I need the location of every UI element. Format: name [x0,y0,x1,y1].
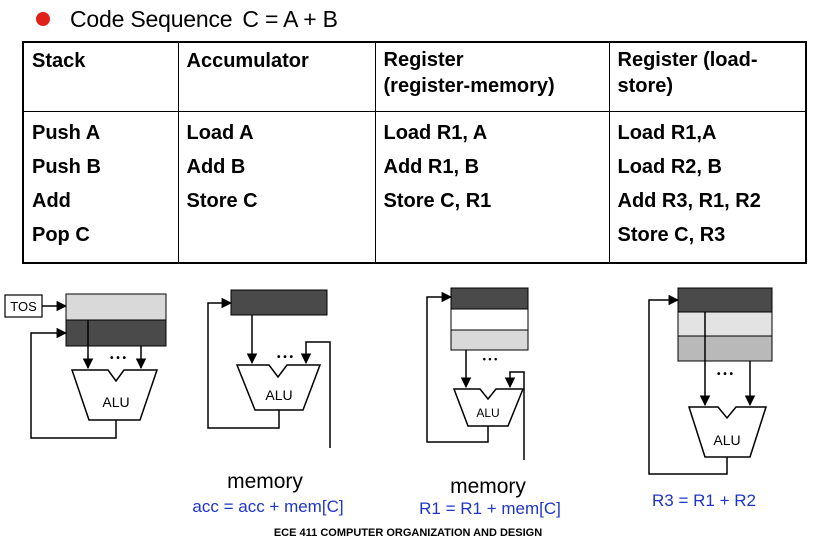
instruction: Load A [186,122,254,144]
tos-label: TOS [10,299,37,314]
accumulator-alu [235,364,322,411]
instruction: Push A [32,122,101,144]
table-instruction-row: Push A Push B Add Pop C Load A Add B Sto… [22,111,807,264]
register-r3 [450,329,529,351]
register-r1 [677,287,773,313]
memory-operand-arrow [504,371,525,460]
slide-heading: Code Sequence C = A + B [36,4,338,34]
load-store-equation: R3 = R1 + R2 [652,491,756,510]
stack-alu-label: ALU [102,394,129,410]
stack-diagram: TOS • • • ALU [4,293,167,439]
register-memory-equation: R1 = R1 + mem[C] [419,499,561,518]
instruction: Store C, R3 [617,224,726,246]
register-memory-instructions: Load R1, A Add R1, B Store C, R1 [374,111,610,264]
instruction: Load R1, A [383,122,488,144]
isa-comparison-table: Stack Accumulator Register (register-mem… [22,41,807,264]
instruction: Push B [32,156,101,178]
register-r2 [677,311,773,337]
stack-instructions: Push A Push B Add Pop C [22,111,179,264]
stack-second-entry [65,319,167,347]
register-memory-diagram: • • • ALU memory R1 = R1 + mem[C] [419,287,561,518]
heading-label: Code Sequence [70,5,233,32]
ellipsis: • • • [717,369,734,380]
memory-label: memory [227,470,303,493]
load-store-diagram: • • • ALU R3 = R1 + R2 [648,287,773,510]
header-load-store: Register (load- store) [608,41,807,112]
instruction: Load R2, B [617,156,722,178]
instruction: Add R1, B [383,156,480,178]
accumulator-register [230,289,328,316]
instruction: Add [32,190,71,212]
load-store-result-feedback-arrow [648,294,728,475]
stack-alu [70,369,159,421]
instruction: Add B [186,156,246,178]
instruction: Pop C [32,224,90,246]
register-r3 [677,335,773,362]
accumulator-equation: acc = acc + mem[C] [192,497,343,516]
footer-course-title: ECE 411 COMPUTER ORGANIZATION AND DESIGN [273,527,543,539]
heading-equation: C = A + B [242,5,338,32]
header-accumulator: Accumulator [177,41,376,112]
instruction: Store C [186,190,258,212]
heading-text: Code Sequence C = A + B [70,6,338,33]
instruction: Store C, R1 [383,190,492,212]
accumulator-diagram: • • • ALU memory acc = acc + mem[C] [192,289,344,516]
memory-operand-arrow [300,341,331,448]
register-result-feedback-arrow [426,291,489,443]
load-store-alu [687,406,768,458]
accumulator-instructions: Load A Add B Store C [177,111,376,264]
header-stack: Stack [22,41,179,112]
register-r1 [450,287,529,310]
ellipsis: • • • [110,353,127,364]
memory-label: memory [450,475,526,498]
register-memory-alu-label: ALU [476,406,499,420]
register-memory-alu [452,388,525,427]
stack-top-entry [65,293,167,321]
instruction: Add R3, R1, R2 [617,190,761,212]
register-r2 [450,308,529,331]
table-header-row: Stack Accumulator Register (register-mem… [22,41,807,112]
load-store-instructions: Load R1,A Load R2, B Add R3, R1, R2 Stor… [608,111,807,264]
stack-result-feedback-arrow [30,327,117,439]
ellipsis: • • • [277,352,294,363]
instruction: Load R1,A [617,122,717,144]
load-store-alu-label: ALU [713,432,740,448]
ellipsis: • • • [483,354,497,364]
accumulator-alu-label: ALU [265,387,292,403]
bullet-icon [36,12,50,26]
acc-result-feedback-arrow [207,297,280,429]
